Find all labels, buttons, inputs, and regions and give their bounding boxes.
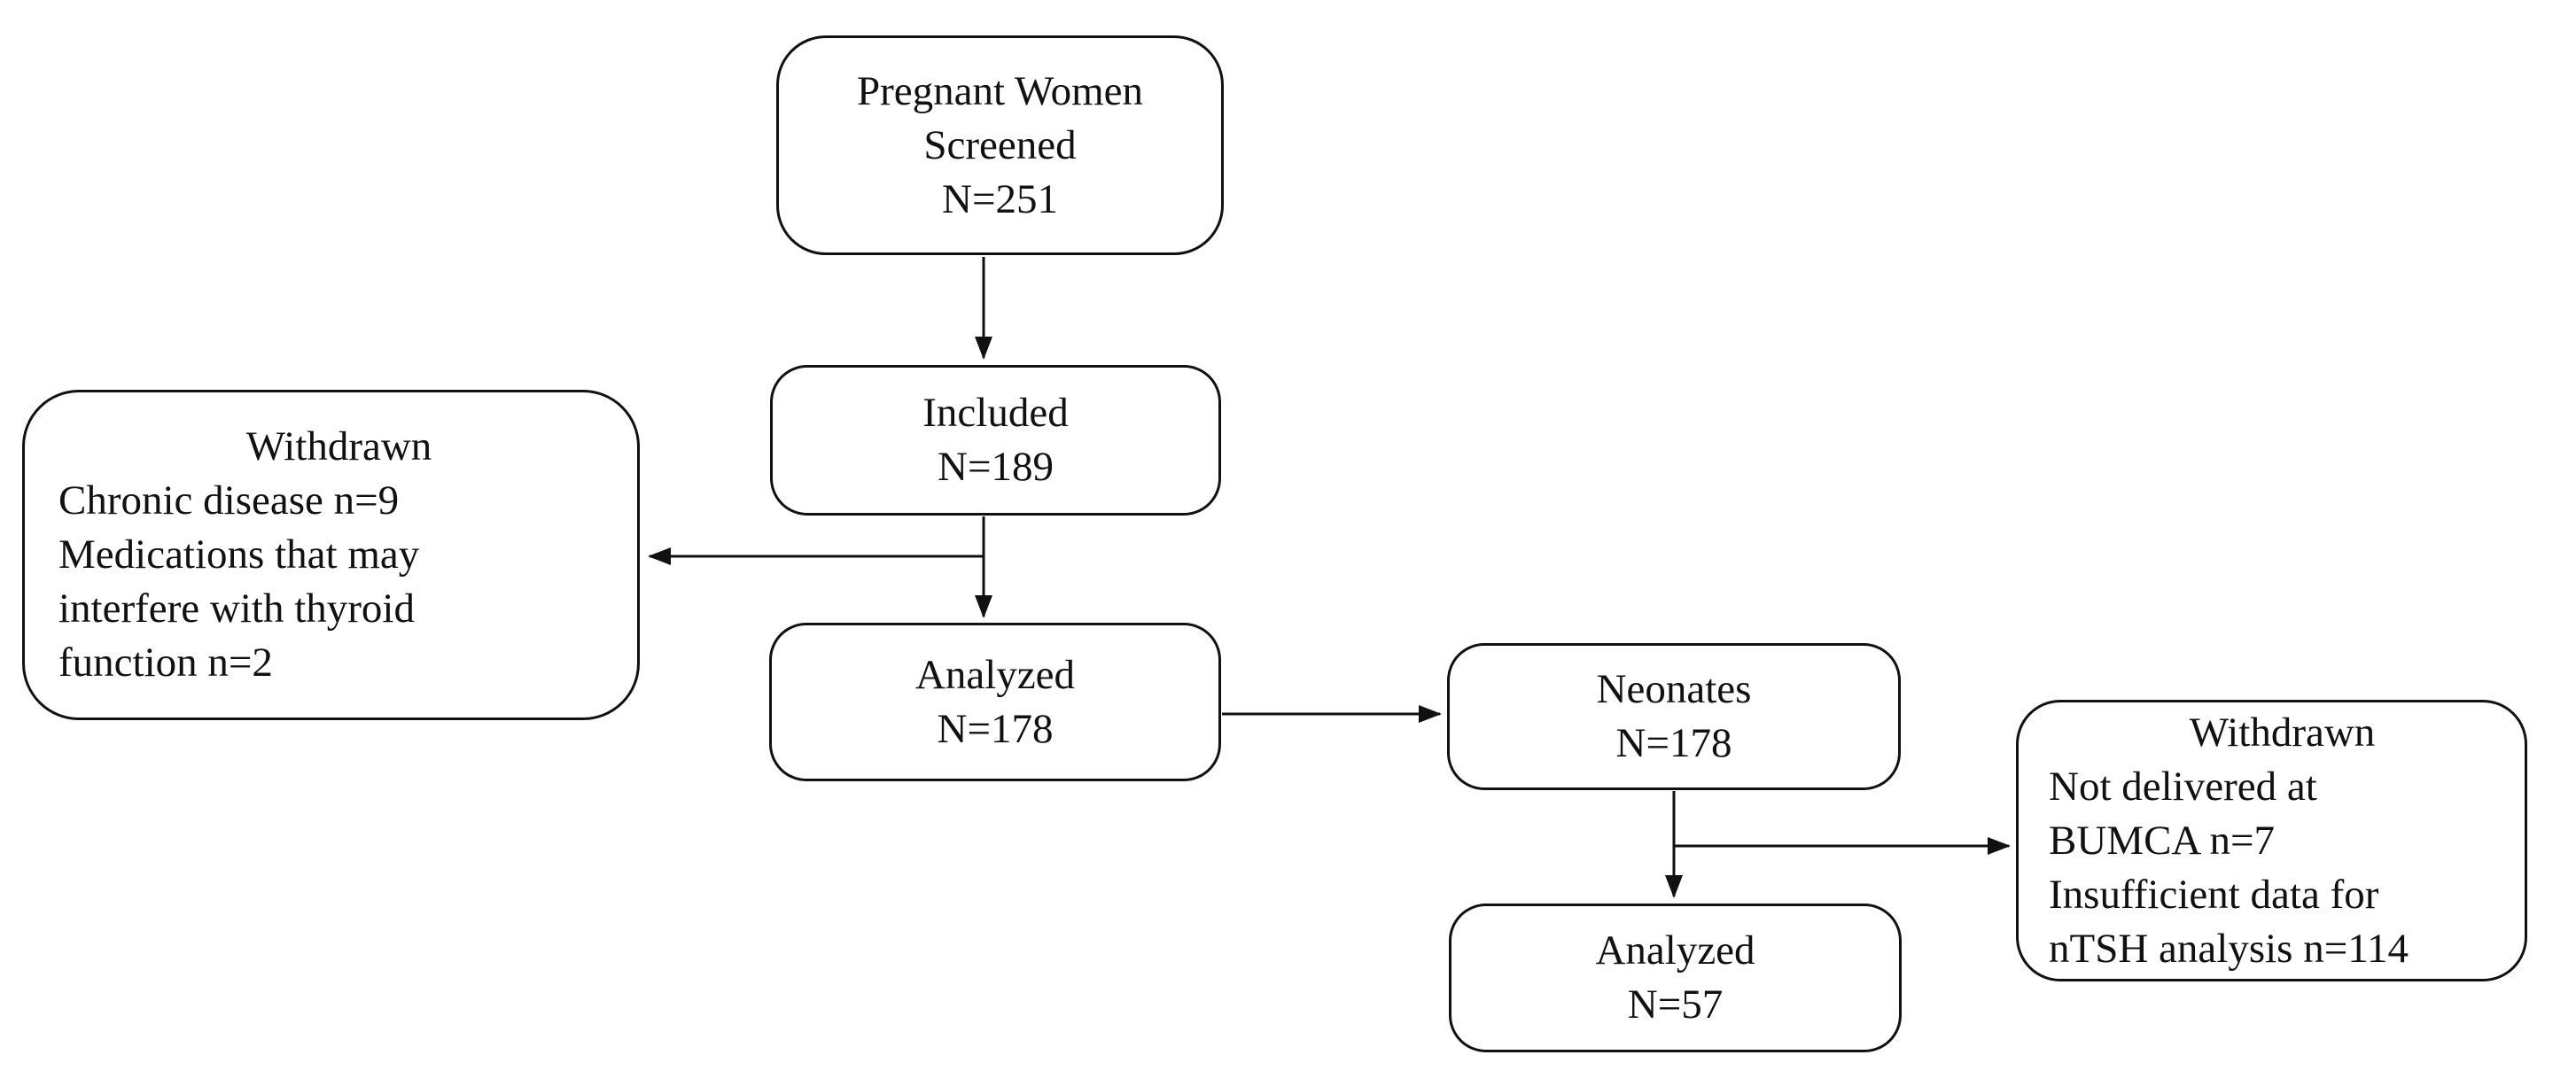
node-line: Analyzed	[914, 651, 1076, 698]
node-line: N=189	[938, 444, 1054, 490]
node-line: N=57	[1627, 981, 1724, 1028]
node-line: Neonates	[1596, 666, 1752, 712]
node-line: nTSH analysis n=114	[2049, 925, 2409, 972]
node-included: Included N=189	[770, 365, 1221, 516]
node-line: Medications that may	[58, 531, 420, 578]
node-line: Included	[922, 390, 1069, 436]
node-line: Chronic disease n=9	[58, 477, 400, 524]
node-heading: Withdrawn	[2189, 709, 2376, 756]
node-analyzed-neonates: Analyzed N=57	[1449, 904, 1902, 1052]
node-line: Not delivered at	[2049, 763, 2317, 810]
node-line: N=178	[937, 705, 1054, 752]
node-line: N=178	[1615, 720, 1732, 766]
node-line: N=251	[942, 175, 1058, 222]
node-line: BUMCA n=7	[2049, 817, 2276, 864]
node-withdrawn-mothers: Withdrawn Chronic disease n=9 Medication…	[22, 390, 640, 720]
node-pregnant-women-screened: Pregnant Women Screened N=251	[776, 35, 1224, 255]
node-neonates: Neonates N=178	[1447, 643, 1901, 790]
node-heading: Withdrawn	[245, 423, 432, 469]
node-analyzed-mothers: Analyzed N=178	[769, 623, 1221, 781]
node-line: Pregnant Women	[857, 67, 1143, 114]
node-line: interfere with thyroid	[58, 586, 415, 632]
node-line: function n=2	[58, 640, 273, 686]
node-line: Insufficient data for	[2049, 871, 2379, 918]
node-line: Screened	[923, 121, 1077, 168]
node-line: Analyzed	[1595, 927, 1755, 974]
node-withdrawn-neonates: Withdrawn Not delivered at BUMCA n=7 Ins…	[2016, 700, 2527, 981]
